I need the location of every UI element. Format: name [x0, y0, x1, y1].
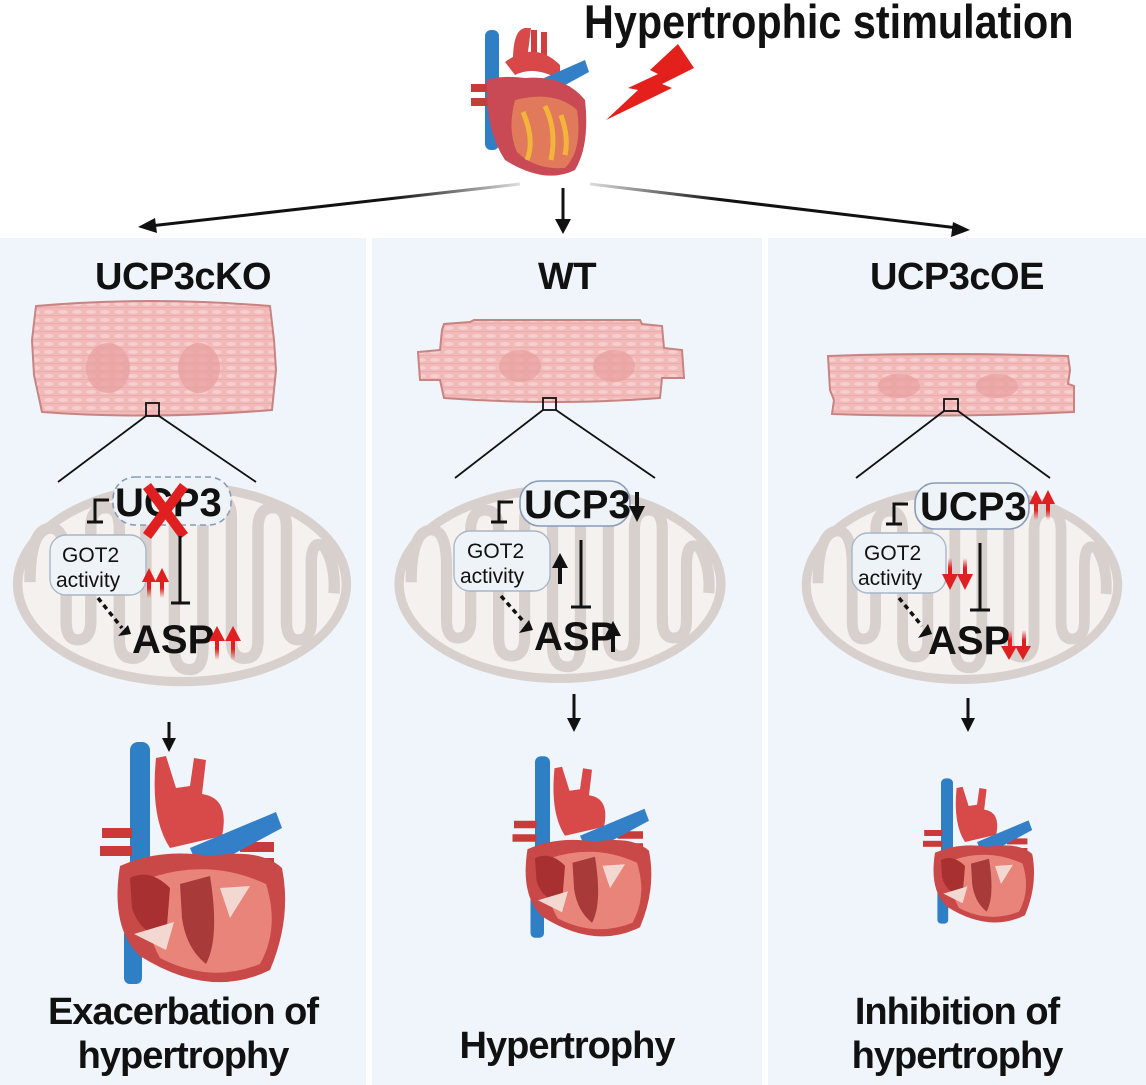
outcome-line-2: hypertrophy [77, 1035, 290, 1077]
asp-label: ASP [534, 615, 616, 659]
got2-label-1: GOT2 [864, 542, 921, 565]
ucp3-box [519, 480, 631, 527]
ucp3-double-up-arrow-icon [1029, 490, 1055, 520]
asp-label: ASP [928, 619, 1010, 663]
dashed-arrow [499, 594, 526, 624]
arrow-to-ucp3coe [589, 182, 959, 230]
coe-diagram: UCP3 GOT2 activity ASP [768, 353, 1146, 732]
knockout-x-icon [142, 483, 189, 539]
outcome-line-2: hypertrophy [851, 1035, 1064, 1077]
outcome-label: Exacerbation of hypertrophy [0, 990, 366, 1078]
heart-icon [471, 28, 589, 176]
dashed-arrow [897, 596, 924, 628]
outcome-line-1: Exacerbation of [47, 991, 319, 1033]
asp-double-down-arrow-icon [1001, 630, 1031, 660]
panel-title: UCP3cOE [870, 256, 1044, 298]
got2-box [49, 534, 147, 596]
outcome-line-1: Inhibition of [854, 991, 1060, 1033]
heart-medium-icon [512, 756, 652, 938]
inhibition-bracket [491, 500, 513, 524]
branch-arrows [138, 182, 970, 237]
got2-up-arrow-icon [552, 553, 568, 584]
got2-label-1: GOT2 [62, 544, 119, 567]
ucp3-label: UCP3 [920, 485, 1027, 529]
panel-title: UCP3cKO [95, 256, 272, 298]
inhibition-line [571, 540, 591, 609]
dashed-arrow [96, 596, 124, 630]
cardiomyocyte-icon [30, 300, 278, 417]
ucp3-label: UCP3 [524, 483, 631, 527]
heart-small-icon [923, 778, 1035, 924]
lightning-bolt-icon [606, 44, 694, 120]
outcome-label: Hypertrophy [372, 1024, 762, 1068]
heart-large-icon [100, 742, 286, 984]
ucp3-box [914, 482, 1030, 530]
outcome-line-1: Hypertrophy [459, 1025, 676, 1067]
got2-label-2: activity [56, 569, 121, 592]
asp-double-up-arrow-icon [209, 626, 241, 660]
panel-title: WT [537, 256, 597, 298]
cardiomyocyte-icon [826, 353, 1075, 417]
got2-box [453, 530, 551, 592]
wt-diagram: UCP3 GOT2 activity ASP [372, 319, 762, 732]
outcome-label: Inhibition of hypertrophy [768, 990, 1146, 1078]
inhibition-line [171, 536, 190, 605]
got2-double-up-arrow-icon [142, 568, 169, 598]
arrow-to-ucp3cko [149, 182, 521, 228]
inhibition-bracket [87, 498, 109, 524]
inhibition-line [970, 543, 990, 612]
got2-label-2: activity [460, 565, 525, 588]
asp-label: ASP [132, 618, 214, 662]
inhibition-bracket [886, 502, 908, 526]
cardiomyocyte-icon [416, 319, 686, 411]
asp-up-arrow-icon [605, 621, 621, 652]
got2-box [851, 532, 947, 594]
got2-label-2: activity [858, 567, 923, 590]
cko-diagram: UCP3 GOT2 activity ASP [0, 300, 366, 752]
got2-label-1: GOT2 [467, 540, 524, 563]
diagram-title: Hypertrophic stimulation [584, 0, 1074, 48]
ucp3-down-arrow-icon [629, 492, 645, 522]
got2-double-down-arrow-icon [942, 558, 973, 590]
